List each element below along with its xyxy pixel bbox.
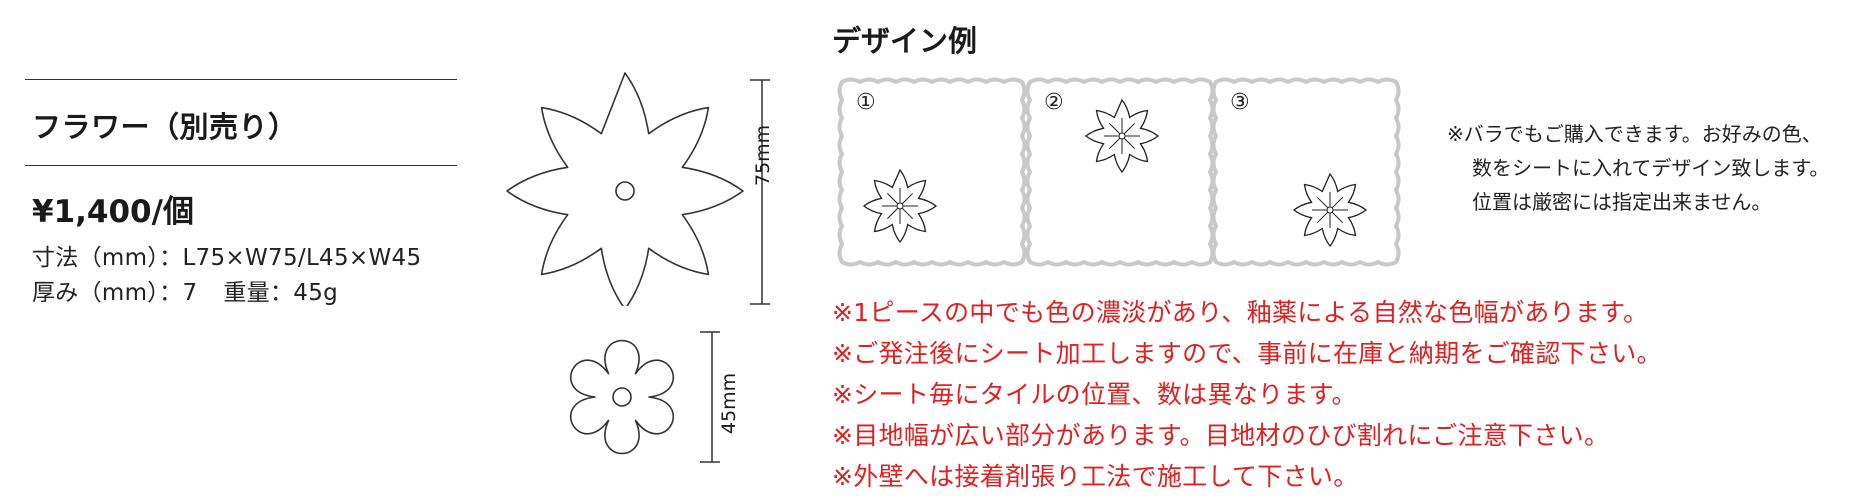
large-dimension-line [750,79,770,305]
notes-list: ※1ピースの中でも色の濃淡があり、釉薬による自然な色幅があります。 ※ご発注後に… [832,292,1662,497]
note-item-1: ※1ピースの中でも色の濃淡があり、釉薬による自然な色幅があります。 [832,298,1649,327]
weight-value: 45g [293,280,339,306]
tile-number-3: ③ [1230,90,1250,115]
weight-label: 重量 [223,280,270,306]
thickness-label: 厚み（mm） [32,280,160,306]
design-example-title: デザイン例 [832,24,978,58]
large-flower-outline [506,72,744,306]
note-item-2: ※ご発注後にシート加工しますので、事前に在庫と納期をご確認下さい。 [832,339,1662,368]
tile-sheet [1025,77,1215,267]
size-label: 寸法（mm） [32,245,160,271]
tile-sheet [1211,77,1401,267]
thickness-value: 7 [182,280,198,306]
middle-divider [25,165,457,166]
note-item-4: ※目地幅が広い部分があります。目地材のひび割れにご注意下さい。 [832,421,1610,450]
flower-center [896,202,904,210]
size-spec: 寸法（mm）：L75×W75/L45×W45 [32,245,422,271]
large-dimension-label: 75mm [752,124,774,186]
note-item-5: ※外壁へは接着剤張り工法で施工して下さい。 [832,462,1359,491]
size-value: L75×W75/L45×W45 [182,245,422,271]
tile-number-1: ① [856,90,876,115]
flower-center [1118,132,1126,140]
tile-number-2: ② [1044,90,1064,115]
side-note-line-2: 数をシートに入れてデザイン致します。 [1472,156,1830,180]
note-item-3: ※シート毎にタイルの位置、数は異なります。 [832,380,1357,409]
small-dimension-label: 45mm [718,372,740,434]
small-flower-outline [569,339,675,455]
product-price: ¥1,400/個 [32,194,194,230]
small-dimension-line [700,331,720,463]
side-note-line-1: ※バラでもご購入できます。お好みの色、 [1447,122,1822,146]
design-example-tiles [837,77,1401,267]
side-note-line-3: 位置は厳密には指定出来ません。 [1472,190,1772,214]
product-name: フラワー（別売り） [32,110,298,144]
flower-center [1326,206,1334,214]
top-divider [25,79,457,80]
